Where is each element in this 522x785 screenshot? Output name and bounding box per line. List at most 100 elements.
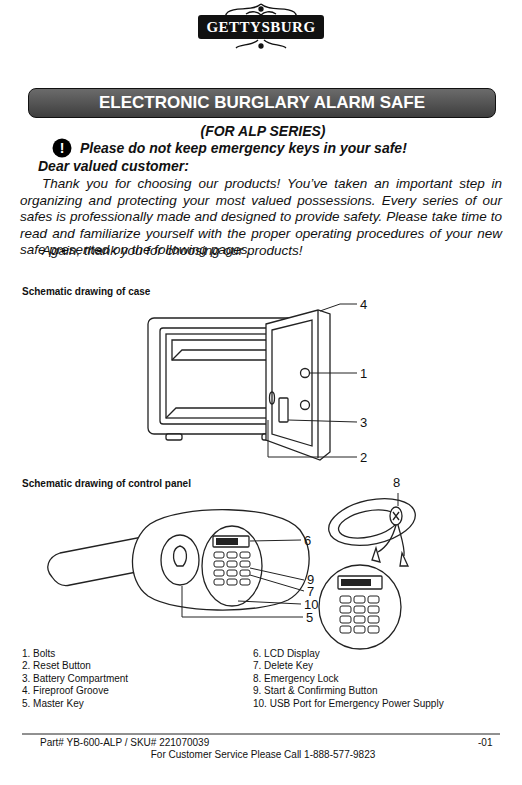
control-panel xyxy=(372,548,380,562)
control-panel xyxy=(354,616,365,623)
safe-case xyxy=(166,434,182,440)
safe-case xyxy=(317,310,318,458)
control-panel xyxy=(390,507,402,525)
leader-line xyxy=(182,493,398,617)
leader-line xyxy=(268,420,357,457)
control-panel xyxy=(227,552,237,558)
leader-line xyxy=(268,304,357,457)
control-panel xyxy=(240,561,250,567)
control-panel xyxy=(324,491,419,552)
part-list-item: 4. Fireproof Groove xyxy=(22,685,109,697)
safe-case xyxy=(166,408,282,418)
control-panel xyxy=(354,626,365,633)
leader-line xyxy=(250,540,301,541)
control-panel xyxy=(393,512,399,520)
control-panel xyxy=(354,596,365,603)
warning-mark: ! xyxy=(57,140,67,157)
logo-ornament xyxy=(236,40,286,48)
control-panel xyxy=(340,616,351,623)
part-list-item: 3. Battery Compartment xyxy=(22,673,128,685)
control-panel xyxy=(214,552,224,558)
safe-case xyxy=(270,392,275,404)
control-panel xyxy=(240,579,250,585)
part-list-item: 1. Bolts xyxy=(22,648,55,660)
control-panel xyxy=(368,616,379,623)
leader-line xyxy=(320,304,357,311)
leader-line xyxy=(238,601,301,604)
control-panel xyxy=(378,525,404,556)
control-panel xyxy=(227,579,237,585)
control-panel xyxy=(341,579,371,586)
control-panel xyxy=(214,570,224,576)
greeting: Dear valued customer: xyxy=(38,158,189,175)
control-panel xyxy=(227,561,237,567)
control-panel xyxy=(132,510,309,610)
control-panel xyxy=(202,526,262,606)
safe-case xyxy=(266,310,330,460)
part-list-item: 8. Emergency Lock xyxy=(253,673,339,685)
part-list-item: 10. USB Port for Emergency Power Supply xyxy=(253,698,444,710)
leader-line xyxy=(250,568,304,580)
safe-case xyxy=(301,401,310,410)
callout-number: 3 xyxy=(360,415,367,431)
control-panel xyxy=(368,626,379,633)
safe-case xyxy=(148,310,330,460)
safe-case xyxy=(166,334,282,418)
safe-case xyxy=(301,369,310,378)
control-panel xyxy=(368,606,379,613)
control-panel xyxy=(240,570,250,576)
section-heading: Schematic drawing of control panel xyxy=(22,478,191,490)
callout-number: 6 xyxy=(304,533,311,549)
callout-number: 8 xyxy=(393,475,400,491)
callout-number: 1 xyxy=(360,366,367,382)
control-panel xyxy=(48,491,420,649)
leader-line xyxy=(398,493,399,506)
callout-number: 4 xyxy=(360,297,367,313)
control-panel xyxy=(216,538,238,545)
part-list-item: 7. Delete Key xyxy=(253,660,313,672)
safe-case xyxy=(172,350,276,360)
part-number: Part# YB-600-ALP / SKU# 221070039 xyxy=(40,737,209,749)
title-band: ELECTRONIC BURGLARY ALARM SAFE xyxy=(28,88,496,118)
part-list-item: 5. Master Key xyxy=(22,698,84,710)
control-panel xyxy=(340,606,351,613)
part-list-item: 6. LCD Display xyxy=(253,648,320,660)
section-heading: Schematic drawing of case xyxy=(22,286,150,298)
leader-line xyxy=(182,586,303,617)
warning-text: Please do not keep emergency keys in you… xyxy=(80,140,407,157)
control-panel xyxy=(214,579,224,585)
part-list-item: 9. Start & Confirming Button xyxy=(253,685,378,697)
safe-case xyxy=(279,398,288,422)
page-number: -01 xyxy=(478,737,492,749)
part-list-item: 2. Reset Button xyxy=(22,660,91,672)
control-panel xyxy=(400,553,408,566)
callout-number: 2 xyxy=(360,450,367,466)
control-panel xyxy=(213,536,249,547)
warning-icon xyxy=(53,139,72,158)
node-text: GETTYSBURG xyxy=(206,19,315,36)
control-panel xyxy=(340,596,379,633)
logo-ornament xyxy=(259,7,263,11)
control-panel xyxy=(174,546,187,566)
service-line: For Customer Service Please Call 1-888-5… xyxy=(2,749,522,761)
control-panel xyxy=(240,552,250,558)
control-panel xyxy=(214,552,250,585)
control-panel xyxy=(214,561,224,567)
control-panel xyxy=(368,596,379,603)
callout-number: 5 xyxy=(306,610,313,626)
control-panel xyxy=(319,565,401,649)
footer-rule xyxy=(22,734,500,735)
logo-ornament xyxy=(259,44,263,48)
node-text: ELECTRONIC BURGLARY ALARM SAFE xyxy=(99,93,425,113)
control-panel xyxy=(354,606,365,613)
leader-line xyxy=(288,420,357,422)
brand-logo: GETTYSBURG xyxy=(198,15,323,39)
leader-line xyxy=(250,575,304,591)
control-panel xyxy=(338,576,382,589)
control-panel xyxy=(340,596,351,603)
leader-line xyxy=(310,373,357,374)
safe-case xyxy=(272,320,312,446)
control-panel xyxy=(161,535,199,585)
safe-case xyxy=(172,340,276,360)
